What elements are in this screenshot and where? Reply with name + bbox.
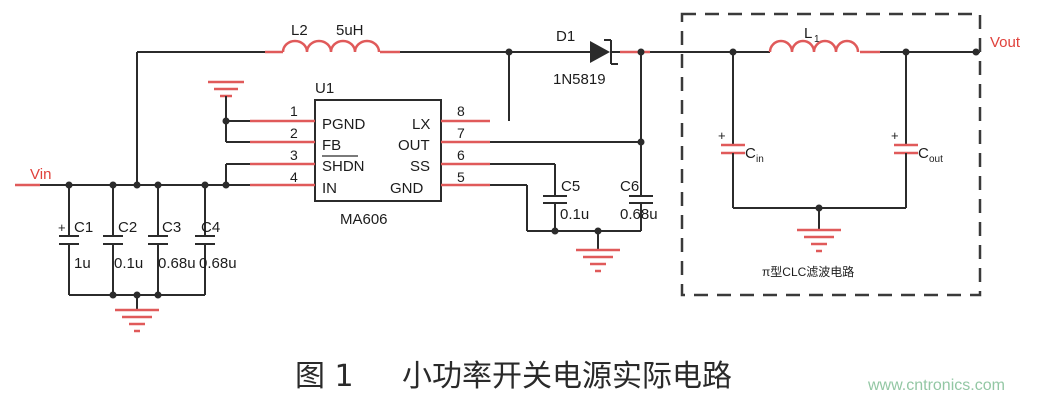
pin-num-3: 3 — [290, 147, 298, 163]
ic-part-number: MA606 — [340, 211, 388, 228]
cout-subscript: out — [929, 154, 943, 165]
filter-box-label: π型CLC滤波电路 — [762, 264, 854, 279]
pin-num-7: 7 — [457, 125, 465, 141]
cout-label: C — [918, 145, 929, 162]
junction-dot — [222, 181, 230, 189]
pin-name-lx: LX — [412, 116, 430, 133]
pin-num-8: 8 — [457, 103, 465, 119]
ground-symbol-input — [115, 308, 159, 333]
ic-u1: U1 MA606 1 2 3 4 PGND FB SHDN IN 8 7 6 5… — [290, 80, 465, 228]
input-capacitors: + C1 1u C2 0.1u C3 0.68u C4 0.68u — [58, 185, 237, 310]
l1-subscript: 1 — [814, 34, 820, 45]
c4-value: 0.68u — [199, 255, 237, 272]
ic-pin-wires — [250, 119, 490, 187]
svg-text:+: + — [718, 128, 726, 143]
pin-num-5: 5 — [457, 169, 465, 185]
c3-label: C3 — [162, 219, 181, 236]
c2-value: 0.1u — [114, 255, 143, 272]
svg-text:+: + — [58, 220, 66, 235]
pin-num-6: 6 — [457, 147, 465, 163]
pin-name-fb: FB — [322, 137, 341, 154]
d1-part: 1N5819 — [553, 71, 606, 88]
figure-title: 小功率开关电源实际电路 — [402, 359, 732, 394]
vin-label: Vin — [30, 166, 51, 183]
junction-dot — [133, 181, 141, 189]
d1-label: D1 — [556, 28, 575, 45]
pin-name-ss: SS — [410, 158, 430, 175]
cin-label: C — [745, 145, 756, 162]
c2-label: C2 — [118, 219, 137, 236]
ground-symbol-top — [208, 80, 244, 103]
pin-name-pgnd: PGND — [322, 116, 366, 133]
pin-name-in: IN — [322, 180, 337, 197]
c5-value: 0.1u — [560, 206, 589, 223]
top-rail — [136, 50, 980, 185]
c4-label: C4 — [201, 219, 220, 236]
l2-label: L2 — [291, 22, 308, 39]
pin-name-gnd: GND — [390, 180, 424, 197]
inductor-l2: L2 5uH — [281, 22, 381, 53]
u1-label: U1 — [315, 80, 334, 97]
vout-label: Vout — [990, 34, 1021, 51]
pin-num-4: 4 — [290, 169, 298, 185]
pin-name-out: OUT — [398, 137, 430, 154]
c3-value: 0.68u — [158, 255, 196, 272]
pin-num-2: 2 — [290, 125, 298, 141]
l2-value: 5uH — [336, 22, 364, 39]
c1-value: 1u — [74, 255, 91, 272]
junction-dot — [972, 48, 980, 56]
pin-num-1: 1 — [290, 103, 298, 119]
svg-text:+: + — [891, 128, 899, 143]
c6-value: 0.68u — [620, 206, 658, 223]
cin-subscript: in — [756, 154, 764, 165]
soft-start-and-output-caps: C5 0.1u C6 0.68u — [490, 142, 658, 250]
junction-dot — [222, 117, 230, 125]
ground-symbol-ic — [576, 248, 620, 273]
l1-label: L — [804, 25, 812, 42]
figure-number: 图 1 — [295, 359, 354, 394]
c6-label: C6 — [620, 178, 639, 195]
c1-label: C1 — [74, 219, 93, 236]
pin-name-shdn: SHDN — [322, 158, 365, 175]
c5-label: C5 — [561, 178, 580, 195]
clc-filter: L 1 + C in + C out π型CLC滤波电路 — [680, 12, 982, 297]
watermark: www.cntronics.com — [867, 377, 1005, 394]
diode-d1: D1 1N5819 — [553, 28, 620, 88]
